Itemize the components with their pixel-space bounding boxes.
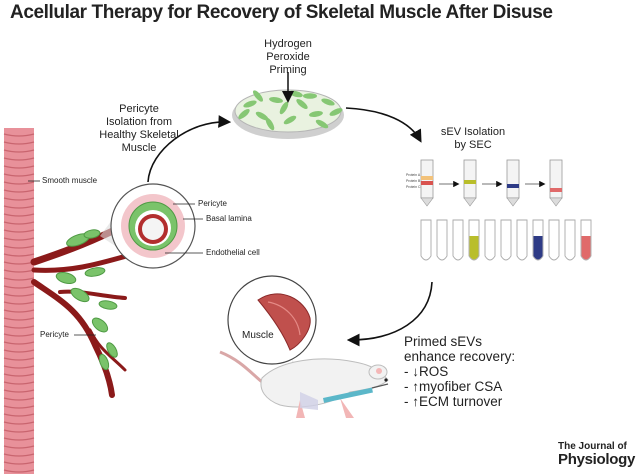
priming-line-3: Priming — [269, 64, 307, 76]
collection-tube — [564, 219, 576, 261]
page-title: Acellular Therapy for Recovery of Skelet… — [10, 2, 553, 23]
cultured-cell — [296, 99, 308, 109]
outcome-csa: - ↑myofiber CSA — [404, 379, 503, 394]
isolation-line-4: Muscle — [121, 142, 157, 154]
tube-fraction — [581, 236, 591, 260]
cultured-cell — [321, 98, 335, 106]
tube-fraction — [533, 236, 543, 260]
cultured-cell — [253, 90, 263, 102]
priming-line-1: Hydrogen — [264, 38, 312, 50]
label-endothelial-cell: Endothelial cell — [206, 248, 260, 257]
capillary-branches — [30, 221, 133, 398]
isolation-line-1: Pericyte — [119, 103, 159, 115]
arrow-dish-to-sev — [345, 107, 422, 143]
pericyte-cells — [55, 229, 118, 371]
journal-logo: The Journal of Physiology — [558, 440, 636, 468]
outcome-ros: - ↓ROS — [404, 364, 449, 379]
cultured-cell — [243, 100, 257, 108]
outcome-ecm: - ↑ECM turnover — [404, 394, 503, 409]
cultured-cell — [269, 96, 283, 104]
isolation-line-3: Healthy Skeletal — [99, 129, 179, 141]
collection-tubes — [420, 219, 592, 261]
cultured-cell — [255, 111, 269, 121]
collection-tube — [516, 219, 528, 261]
cultured-cell — [315, 119, 329, 129]
collection-tube — [500, 219, 512, 261]
vessel-cross-section — [110, 183, 196, 269]
label-muscle: Muscle — [242, 330, 274, 341]
journal-line-1: The Journal of — [558, 441, 627, 452]
cultured-cell — [329, 108, 343, 116]
outcomes-heading-2: enhance recovery: — [404, 349, 516, 364]
label-pericyte-cell: Pericyte — [198, 199, 227, 208]
mouse-illustration — [219, 350, 389, 418]
outcomes-heading-1: Primed sEVs — [404, 334, 483, 349]
collection-tube — [436, 219, 448, 261]
cultured-cell — [279, 101, 289, 115]
tube-fraction — [469, 236, 479, 260]
cultured-cell — [309, 110, 323, 118]
sec-column — [463, 159, 477, 199]
sec-column — [549, 159, 563, 199]
priming-label: Hydrogen Peroxide Priming — [238, 38, 338, 77]
cultured-cell — [303, 93, 317, 99]
label-pericyte-branch: Pericyte — [40, 330, 69, 339]
arrow-sev-to-mouse — [346, 281, 433, 347]
sev-line-2: by SEC — [454, 139, 492, 151]
collection-tube — [548, 219, 560, 261]
isolation-label: Pericyte Isolation from Healthy Skeletal… — [84, 103, 194, 155]
sev-label: sEV Isolation by SEC — [418, 126, 528, 152]
sec-column — [506, 159, 520, 199]
label-basal-lamina: Basal lamina — [206, 214, 252, 223]
leader-lines — [28, 180, 203, 336]
journal-line-2: Physiology — [558, 451, 636, 468]
arrow-isolation-to-dish — [147, 115, 232, 183]
collection-tube — [420, 219, 432, 261]
isolation-line-2: Isolation from — [105, 116, 173, 128]
cultured-cell — [265, 117, 275, 131]
smooth-muscle-vessel — [3, 128, 35, 474]
cultured-cell — [283, 115, 297, 125]
collection-tube — [484, 219, 496, 261]
label-smooth-muscle: Smooth muscle — [42, 176, 98, 185]
cultured-cell — [238, 109, 250, 119]
sec-columns: Protein A Protein B Protein C — [406, 159, 563, 207]
outcomes-block: Primed sEVs enhance recovery: - ↓ROS - ↑… — [404, 334, 515, 409]
collection-tube — [452, 219, 464, 261]
column-protein-label: Protein C — [406, 185, 421, 189]
column-protein-label: Protein A — [406, 173, 421, 177]
column-protein-label: Protein B — [406, 179, 421, 183]
priming-line-2: Peroxide — [266, 51, 310, 63]
sev-line-1: sEV Isolation — [440, 126, 506, 138]
